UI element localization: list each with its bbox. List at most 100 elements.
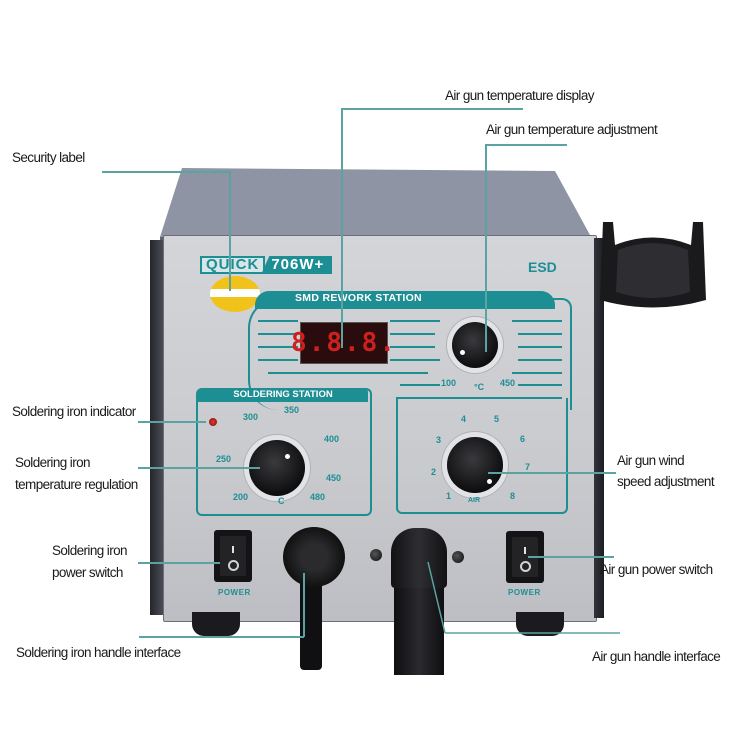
device-lid — [160, 168, 590, 240]
stripe — [512, 320, 562, 322]
soldering-iron-handle-interface — [283, 527, 345, 587]
label-soldering-iron-indicator: Soldering iron indicator — [12, 404, 136, 419]
callout-line-temp-display — [341, 108, 523, 110]
power-label-right: POWER — [508, 588, 541, 597]
callout-line-iron-handle — [139, 636, 304, 638]
smd-section-title: SMD REWORK STATION — [295, 292, 422, 304]
label-air-gun-temp-display: Air gun temperature display — [445, 88, 594, 103]
callout-line-temp-display — [341, 108, 343, 348]
switch-rocker — [220, 536, 246, 576]
stripe — [400, 384, 440, 386]
on-symbol — [232, 546, 234, 553]
device-foot-right — [516, 612, 564, 636]
label-air-gun-temp-adjustment: Air gun temperature adjustment — [486, 122, 658, 137]
air-speed-3: 3 — [436, 435, 442, 445]
air-speed-1: 1 — [446, 491, 452, 501]
label-iron-temp-line2: temperature regulation — [15, 477, 138, 492]
callout-line-air-handle — [427, 561, 620, 634]
device-foot-left — [192, 612, 240, 636]
on-symbol — [524, 547, 526, 554]
callout-line-iron-handle — [303, 573, 305, 637]
stripe — [390, 346, 435, 348]
label-iron-switch-line1: Soldering iron — [52, 543, 128, 558]
air-gun-wind-speed-knob[interactable] — [447, 437, 503, 493]
soldering-iron-indicator-led — [209, 418, 217, 426]
callout-line-temp-adjust — [485, 144, 487, 352]
air-speed-unit: AIR — [468, 497, 481, 504]
model-name: 706W+ — [261, 256, 333, 274]
iron-temp-300: 300 — [243, 412, 259, 422]
label-iron-temp-line1: Soldering iron — [15, 455, 91, 470]
callout-line-air-switch — [528, 556, 614, 558]
off-symbol — [228, 560, 239, 571]
air-speed-6: 6 — [520, 434, 526, 444]
stripe — [258, 320, 298, 322]
callout-line-iron-switch — [138, 562, 220, 564]
label-security: Security label — [12, 150, 85, 165]
air-speed-7: 7 — [525, 462, 531, 472]
stripe — [518, 346, 562, 348]
stripe — [268, 372, 428, 374]
stripe — [258, 359, 298, 361]
stripe — [390, 333, 435, 335]
brand-name: QUICK — [200, 256, 266, 274]
label-iron-switch-line2: power switch — [52, 565, 123, 580]
iron-temp-200: 200 — [233, 492, 249, 502]
display-digits: 8.8.8. — [291, 328, 397, 358]
air-speed-2: 2 — [431, 467, 437, 477]
off-symbol — [520, 561, 531, 572]
iron-temp-480: 480 — [310, 492, 326, 502]
iron-temp-unit: C — [278, 496, 285, 506]
device-side-left — [150, 240, 164, 615]
air-gun-temperature-display: 8.8.8. — [291, 322, 395, 364]
stripe — [518, 359, 562, 361]
label-air-gun-handle-interface: Air gun handle interface — [592, 649, 721, 664]
stripe — [390, 320, 440, 322]
iron-temp-450: 450 — [326, 473, 342, 483]
iron-temp-400: 400 — [324, 434, 340, 444]
esd-mark: ESD — [528, 259, 557, 275]
iron-temp-250: 250 — [216, 454, 232, 464]
air-speed-8: 8 — [510, 491, 516, 501]
stripe — [518, 333, 562, 335]
power-label-left: POWER — [218, 588, 251, 597]
brand-logo: QUICK 706W+ — [200, 256, 333, 274]
label-wind-speed-line1: Air gun wind — [617, 453, 685, 468]
air-speed-4: 4 — [461, 414, 467, 424]
air-speed-5: 5 — [494, 414, 500, 424]
iron-temp-350: 350 — [284, 405, 300, 415]
stripe — [258, 333, 298, 335]
callout-line-temp-adjust — [485, 144, 567, 146]
soldering-iron-power-switch[interactable] — [214, 530, 252, 582]
stripe — [518, 384, 562, 386]
knob-indicator-dot — [487, 479, 492, 484]
air-gun-handle-interface — [391, 528, 447, 588]
screw-right — [452, 551, 464, 563]
smd-section-header — [255, 291, 555, 309]
callout-line-security — [229, 171, 231, 291]
knob-indicator-dot — [460, 350, 465, 355]
soldering-station-title: SOLDERING STATION — [198, 388, 368, 402]
label-iron-handle-interface: Soldering iron handle interface — [16, 645, 181, 660]
air-temp-min: 100 — [441, 378, 457, 388]
screw-left — [370, 549, 382, 561]
air-speed-panel — [396, 398, 568, 514]
air-temp-unit: °C — [474, 382, 485, 392]
air-gun-temperature-knob[interactable] — [452, 322, 498, 368]
callout-line-security — [102, 171, 230, 173]
soldering-iron-cable — [300, 570, 322, 670]
callout-line-wind-speed — [488, 472, 616, 474]
callout-line-iron-temp — [138, 467, 260, 469]
label-wind-speed-line2: speed adjustment — [617, 474, 715, 489]
air-temp-max: 450 — [500, 378, 516, 388]
device-side-right — [594, 238, 604, 618]
knob-indicator-dot — [285, 454, 290, 459]
stripe — [512, 372, 562, 374]
callout-line-indicator — [138, 421, 206, 423]
label-air-gun-power-switch: Air gun power switch — [600, 562, 713, 577]
air-gun-handle-holder — [600, 222, 706, 308]
stripe — [258, 346, 298, 348]
stripe — [390, 359, 440, 361]
security-label-sticker — [210, 276, 260, 312]
stripe — [396, 397, 562, 399]
